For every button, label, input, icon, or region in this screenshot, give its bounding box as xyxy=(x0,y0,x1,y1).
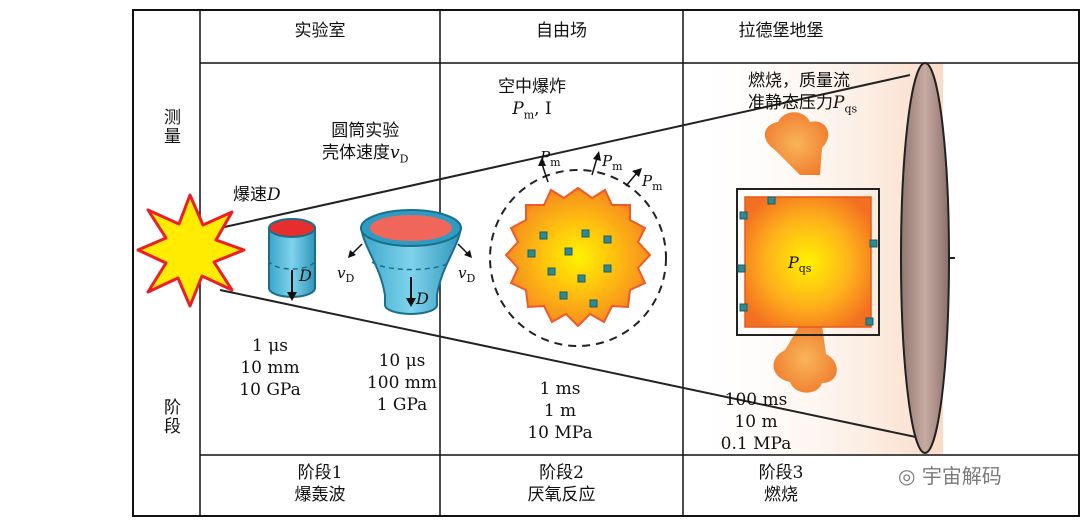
stage-2-name: 阶段2 xyxy=(539,463,584,483)
stage-3-footer: 阶段3 燃烧 xyxy=(683,462,879,506)
cone-lower-line xyxy=(219,289,931,441)
quasi-static-pressure-label: Pqs xyxy=(788,253,812,276)
cylinder-small-d-label: D xyxy=(299,266,312,285)
air-blast-label: 空中爆炸 Pm, I xyxy=(498,77,566,122)
combustion-label: 燃烧，质量流 准静态压力Pqs xyxy=(748,71,858,116)
watermark: ◎ 宇宙解码 xyxy=(898,460,1002,489)
air-blast xyxy=(489,151,667,347)
pressure-arrow-label-2: Pm xyxy=(602,152,623,173)
scale-group-2: 10 μs 100 mm 1 GPa xyxy=(366,351,438,415)
wechat-icon: ◎ xyxy=(898,464,916,488)
stage-axis-label: 阶段 xyxy=(160,398,180,436)
measure-axis-label: 测量 xyxy=(160,108,180,146)
column-header-lab: 实验室 xyxy=(294,21,346,41)
cylinder-expanded-d-label: D xyxy=(416,289,429,308)
cylinder-small xyxy=(268,218,316,301)
stage-1-desc: 爆轰波 xyxy=(294,485,346,505)
debris-particles xyxy=(527,196,878,326)
detonation-star xyxy=(136,193,246,308)
column-header-bunker: 拉德堡地堡 xyxy=(738,21,824,41)
stage-2-footer: 阶段2 厌氧反应 xyxy=(440,462,683,506)
stage-2-desc: 厌氧反应 xyxy=(527,485,596,505)
pressure-arrow-label-1: Pm xyxy=(540,148,561,169)
scale-group-1: 1 μs 10 mm 10 GPa xyxy=(239,336,301,400)
pressure-arrow-label-3: Pm xyxy=(642,172,663,193)
watermark-text: 宇宙解码 xyxy=(921,464,1002,488)
stage-1-name: 阶段1 xyxy=(297,463,343,483)
bunker-drum xyxy=(900,62,950,454)
bunker-chamber xyxy=(736,112,880,393)
column-header-free-field: 自由场 xyxy=(536,21,587,41)
stage-3-name: 阶段3 xyxy=(758,463,804,483)
detonation-speed-label: 爆速D xyxy=(233,185,281,205)
cylinder-test-label: 圆筒实验 壳体速度vD xyxy=(322,121,409,166)
scale-group-3: 1 ms 1 m 10 MPa xyxy=(527,379,593,443)
stage-1-footer: 阶段1 爆轰波 xyxy=(200,462,440,506)
outer-frame xyxy=(132,9,1080,517)
velocity-left-label: vD xyxy=(337,264,355,285)
cylinder-expanded xyxy=(348,209,472,315)
velocity-right-label: vD xyxy=(458,264,476,285)
stage-3-desc: 燃烧 xyxy=(764,485,798,505)
cone-upper-line xyxy=(219,74,911,229)
scale-group-4: 100 ms 10 m 0.1 MPa xyxy=(720,390,792,454)
